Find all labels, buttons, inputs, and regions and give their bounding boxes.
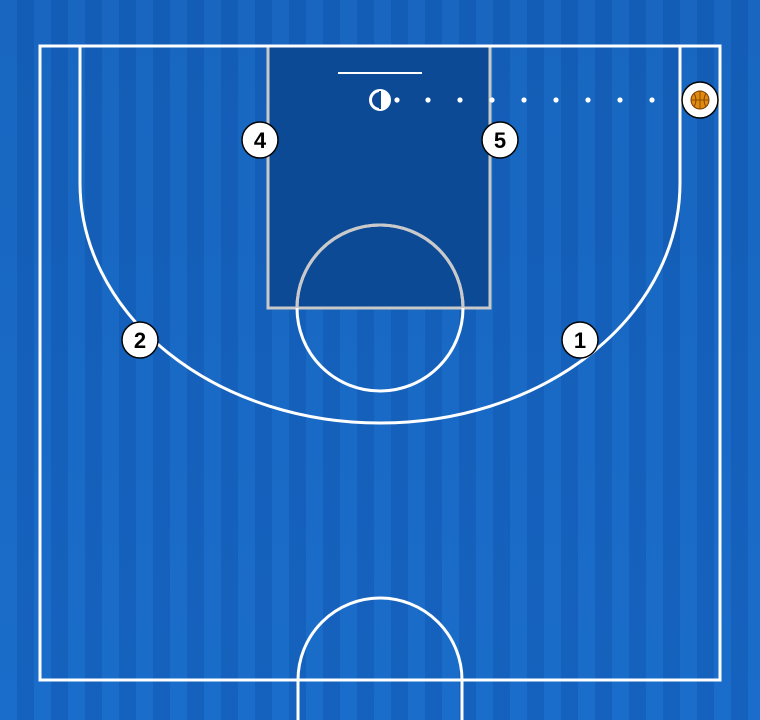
player-5-label: 5	[494, 128, 506, 153]
pass-dot	[617, 97, 623, 103]
pass-dot	[649, 97, 655, 103]
player-1[interactable]: 1	[561, 321, 599, 359]
pass-dot	[457, 97, 463, 103]
pass-line	[394, 97, 655, 103]
player-5[interactable]: 5	[481, 121, 519, 159]
three-point-line	[78, 46, 682, 425]
player-1-label: 1	[574, 328, 586, 353]
pass-dot	[394, 97, 400, 103]
paint-area	[266, 44, 492, 310]
basketball-icon	[690, 90, 710, 110]
player-2[interactable]: 2	[121, 321, 159, 359]
player-2-label: 2	[134, 328, 146, 353]
pass-dot	[489, 97, 495, 103]
center-circle	[296, 596, 464, 720]
player-4[interactable]: 4	[241, 121, 279, 159]
basket-icon	[369, 89, 391, 111]
pass-dot	[585, 97, 591, 103]
pass-dot	[425, 97, 431, 103]
ball-handler[interactable]	[681, 81, 719, 119]
player-4-label: 4	[254, 128, 267, 153]
pass-dot	[521, 97, 527, 103]
pass-dot	[553, 97, 559, 103]
court-boundary	[38, 44, 722, 682]
